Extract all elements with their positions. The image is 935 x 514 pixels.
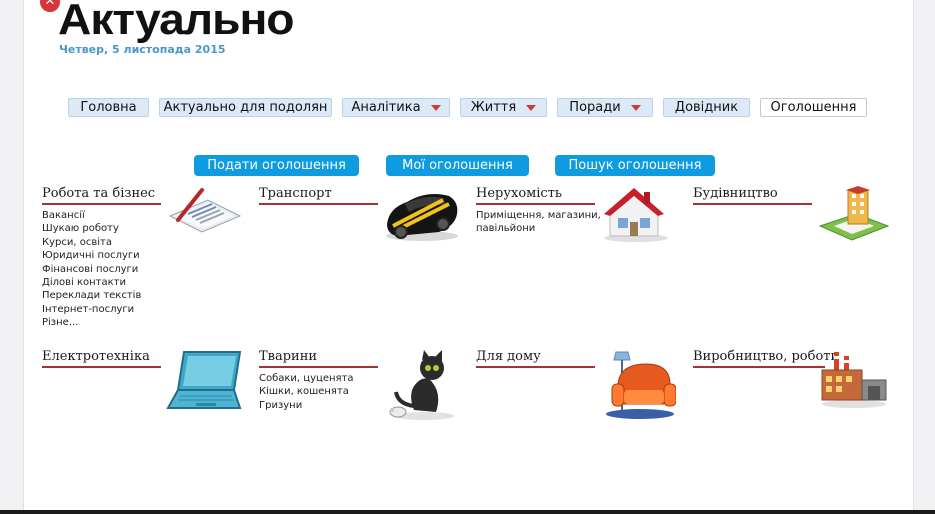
subcategory-link[interactable]: Фінансові послуги xyxy=(42,263,139,275)
category-title-production[interactable]: Виробництво, роботи xyxy=(693,349,840,364)
site-logo[interactable]: Актуально xyxy=(58,0,295,44)
subcategory-link[interactable]: Собаки, цуценята xyxy=(259,373,354,384)
category-title-electronics[interactable]: Електротехніка xyxy=(42,349,150,364)
category-underline xyxy=(42,203,161,205)
chevron-down-icon xyxy=(526,104,537,111)
house-icon[interactable] xyxy=(600,186,672,242)
logo-badge-icon: ✕ xyxy=(40,0,60,12)
nav-item-directory[interactable]: Довідник xyxy=(663,98,750,117)
category-underline xyxy=(476,366,595,368)
category-title-transport[interactable]: Транспорт xyxy=(259,186,332,201)
subcategory-link[interactable]: Кішки, кошенята xyxy=(259,386,349,398)
category-title-work[interactable]: Робота та бізнес xyxy=(42,186,156,201)
subcategory-link[interactable]: павільйони xyxy=(476,223,536,235)
building-construction-icon[interactable] xyxy=(818,186,890,242)
category-title-home[interactable]: Для дому xyxy=(476,349,541,364)
category-underline xyxy=(476,203,595,205)
chevron-down-icon xyxy=(430,104,441,111)
nav-item-label: Аналітика xyxy=(351,100,421,115)
subcategory-list-animals: Собаки, цуценята Кішки, кошенята Гризуни xyxy=(259,372,353,412)
nav-item-tips[interactable]: Поради xyxy=(557,98,653,117)
category-underline xyxy=(259,366,378,368)
subcategory-list-realty: Приміщення, магазини, павільйони xyxy=(476,209,601,236)
sports-car-icon[interactable] xyxy=(383,186,461,244)
subcategory-link[interactable]: Інтернет-послуги xyxy=(42,303,135,315)
nav-item-analytics[interactable]: Аналітика xyxy=(342,98,450,117)
factory-icon[interactable] xyxy=(818,350,890,408)
category-title-animals[interactable]: Тварини xyxy=(259,349,318,364)
subcategory-list-work: Вакансії Шукаю роботу Курси, освіта Юрид… xyxy=(42,209,141,330)
chevron-down-icon xyxy=(630,104,641,111)
nav-item-ads[interactable]: Оголошення xyxy=(760,98,867,117)
laptop-icon[interactable] xyxy=(166,348,244,418)
current-date: Четвер, 5 листопада 2015 xyxy=(59,43,226,56)
subcategory-link[interactable]: Юридичні послуги xyxy=(42,250,140,262)
armchair-lamp-icon[interactable] xyxy=(602,350,676,422)
category-title-construction[interactable]: Будівництво xyxy=(693,186,778,201)
newspaper-pen-icon[interactable] xyxy=(168,186,243,234)
subcategory-link[interactable]: Різне... xyxy=(42,317,79,329)
nav-item-home[interactable]: Головна xyxy=(68,98,149,117)
nav-item-label: Життя xyxy=(470,100,517,115)
subcategory-link[interactable]: Вакансії xyxy=(42,210,85,221)
category-title-realty[interactable]: Нерухомість xyxy=(476,186,562,201)
submit-ad-button[interactable]: Подати оголошення xyxy=(194,155,359,176)
category-underline xyxy=(42,366,161,368)
search-ads-button[interactable]: Пошук оголошення xyxy=(555,155,715,176)
subcategory-link[interactable]: Гризуни xyxy=(259,399,303,411)
my-ads-button[interactable]: Мої оголошення xyxy=(386,155,529,176)
subcategory-link[interactable]: Переклади текстів xyxy=(42,290,142,302)
subcategory-link[interactable]: Курси, освіта xyxy=(42,236,112,248)
category-underline xyxy=(693,366,825,368)
nav-item-label: Головна xyxy=(80,100,137,115)
category-underline xyxy=(259,203,378,205)
nav-item-actual[interactable]: Актуально для подолян xyxy=(159,98,332,117)
bottom-bar xyxy=(0,510,935,514)
category-underline xyxy=(693,203,812,205)
page-content xyxy=(23,0,914,510)
nav-item-label: Оголошення xyxy=(770,100,857,115)
nav-item-label: Актуально для подолян xyxy=(163,100,328,115)
nav-item-label: Поради xyxy=(569,100,621,115)
nav-item-label: Довідник xyxy=(674,100,739,115)
cat-mouse-icon[interactable] xyxy=(384,350,460,422)
nav-item-life[interactable]: Життя xyxy=(460,98,547,117)
subcategory-link[interactable]: Шукаю роботу xyxy=(42,223,119,235)
subcategory-link[interactable]: Приміщення, магазини, xyxy=(476,210,601,221)
subcategory-link[interactable]: Ділові контакти xyxy=(42,276,126,288)
